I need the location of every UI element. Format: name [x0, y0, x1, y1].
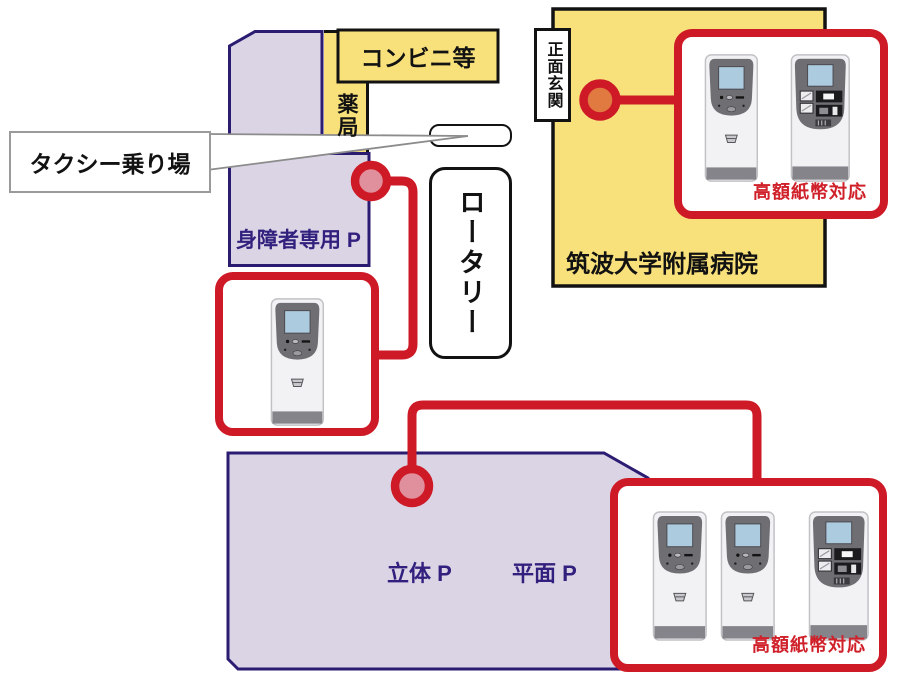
convenience-store-label: コンビニ等: [360, 45, 476, 71]
callout-entrance-machines: 高額紙幣対応: [674, 29, 888, 219]
location-marker-parking-lot: [390, 464, 434, 508]
multistory-parking-label: 立体 P: [387, 561, 452, 586]
connector-parking-lot: [407, 400, 762, 486]
hospital-name-label: 筑波大学附属病院: [566, 251, 758, 278]
high-value-note: 高額紙幣対応: [752, 635, 866, 655]
machine-group: [223, 294, 371, 431]
payment-machine-standard-icon: [704, 54, 759, 182]
machine-group: [650, 507, 871, 646]
callout-parking-lot-machines: 高額紙幣対応: [610, 478, 887, 672]
callout-disabled-parking-machine: [215, 272, 379, 436]
rotary-label: ロータリー: [455, 188, 485, 338]
high-value-note: 高額紙幣対応: [753, 182, 867, 202]
disabled-parking-label: 身障者専用 P: [236, 229, 361, 252]
taxi-stand-marker: [429, 124, 512, 147]
rotary-sign: ロータリー: [429, 167, 512, 359]
location-marker-disabled-parking: [350, 160, 392, 202]
location-marker-entrance: [579, 79, 621, 121]
machine-group: [702, 50, 851, 187]
payment-machine-standard-icon: [270, 298, 324, 426]
main-entrance-label: 正面玄関: [544, 41, 562, 109]
payment-machine-standard-icon: [652, 511, 707, 641]
pharmacy-label: 薬局: [335, 93, 358, 139]
payment-machine-high-value-icon: [790, 54, 850, 182]
taxi-stand-label: タクシー乗り場: [29, 151, 191, 177]
payment-machine-standard-icon: [720, 511, 775, 641]
surface-parking-label: 平面 P: [512, 561, 577, 586]
taxi-stand-label-box: タクシー乗り場: [9, 131, 211, 193]
payment-machine-high-value-icon: [808, 511, 869, 641]
main-entrance-sign: 正面玄関: [534, 28, 571, 122]
